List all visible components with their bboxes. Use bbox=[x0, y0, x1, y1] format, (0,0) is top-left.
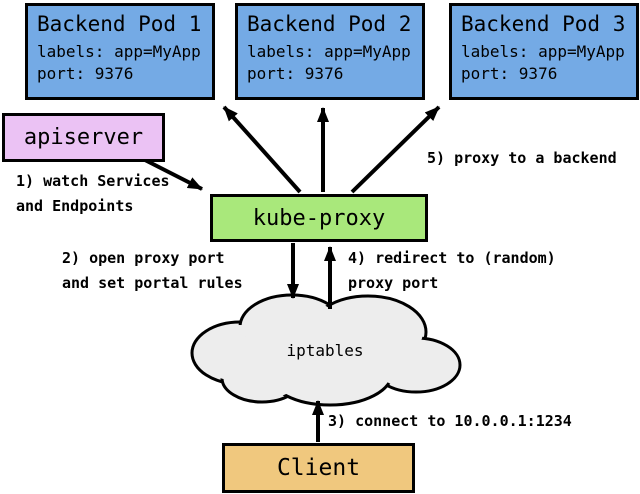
backend-pod-1-box: Backend Pod 1 labels: app=MyApp port: 93… bbox=[25, 3, 215, 100]
backend-pod-2-port: port: 9376 bbox=[247, 64, 344, 83]
kube-proxy-label: kube-proxy bbox=[252, 205, 386, 231]
apiserver-box: apiserver bbox=[2, 113, 165, 162]
arrow-kubeproxy-to-pod1 bbox=[222, 105, 302, 194]
kube-proxy-box: kube-proxy bbox=[210, 194, 428, 242]
arrow-apiserver-to-kubeproxy bbox=[144, 158, 203, 191]
arrow-kubeproxy-to-pod3 bbox=[350, 105, 441, 194]
step-5-proxy-to-backend: 5) proxy to a backend bbox=[427, 149, 617, 167]
client-box: Client bbox=[222, 443, 415, 493]
iptables-label: iptables bbox=[286, 341, 364, 360]
apiserver-label: apiserver bbox=[23, 125, 144, 150]
backend-pod-3-title: Backend Pod 3 bbox=[461, 12, 626, 36]
step-1-watch-services: 1) watch Services and Endpoints bbox=[16, 172, 170, 215]
step-2-open-proxy-port: 2) open proxy port and set portal rules bbox=[62, 249, 243, 292]
backend-pod-1-labels: labels: app=MyApp bbox=[37, 42, 201, 61]
step-3-connect: 3) connect to 10.0.0.1:1234 bbox=[328, 412, 572, 430]
backend-pod-3-port: port: 9376 bbox=[461, 64, 558, 83]
backend-pod-2-title: Backend Pod 2 bbox=[247, 12, 412, 36]
backend-pod-1-title: Backend Pod 1 bbox=[37, 12, 202, 36]
backend-pod-3-box: Backend Pod 3 labels: app=MyApp port: 93… bbox=[449, 3, 639, 100]
backend-pod-3-labels: labels: app=MyApp bbox=[461, 42, 625, 61]
backend-pod-1-port: port: 9376 bbox=[37, 64, 134, 83]
backend-pod-2-box: Backend Pod 2 labels: app=MyApp port: 93… bbox=[235, 3, 425, 100]
backend-pod-2-labels: labels: app=MyApp bbox=[247, 42, 411, 61]
client-label: Client bbox=[276, 455, 361, 481]
iptables-cloud bbox=[190, 293, 462, 407]
step-4-redirect: 4) redirect to (random) proxy port bbox=[348, 249, 556, 292]
